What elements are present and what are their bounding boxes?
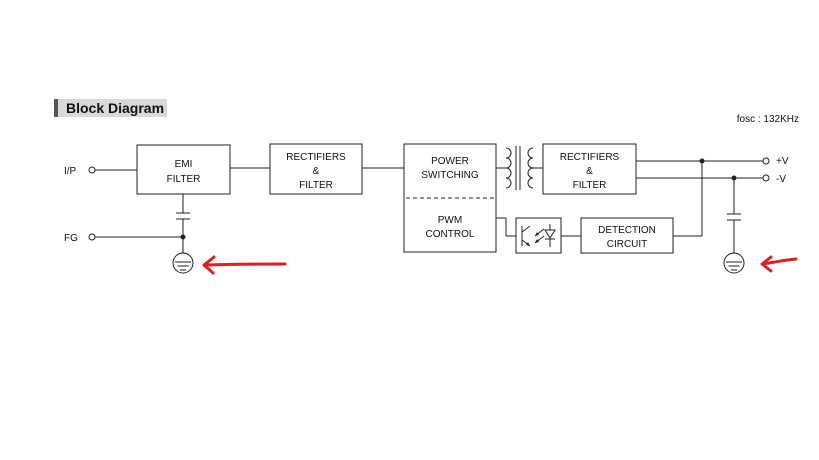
diagram-title: Block Diagram bbox=[66, 100, 164, 116]
power-switching-line1: POWER bbox=[431, 156, 469, 167]
terminal-fg bbox=[88, 233, 96, 241]
terminal-neg-v bbox=[762, 174, 770, 182]
terminal-ip bbox=[88, 166, 96, 174]
emi-filter-line2: FILTER bbox=[167, 174, 201, 185]
annotation-arrow bbox=[760, 255, 798, 273]
output-rectifiers-block: RECTIFIERS & FILTER bbox=[542, 143, 637, 195]
ground-icon bbox=[723, 252, 745, 274]
ground-icon bbox=[172, 252, 194, 274]
detection-circuit-block: DETECTION CIRCUIT bbox=[580, 217, 674, 254]
emi-filter-line1: EMI bbox=[175, 159, 193, 170]
terminal-label-neg-v: -V bbox=[776, 174, 786, 185]
junction-dot bbox=[731, 175, 737, 181]
annotation-arrow bbox=[202, 255, 287, 275]
junction-dot bbox=[180, 234, 186, 240]
transformer-icon bbox=[505, 146, 534, 190]
capacitor-icon bbox=[176, 212, 190, 220]
optocoupler-icon bbox=[515, 217, 562, 254]
title-background bbox=[54, 99, 167, 117]
wiring bbox=[95, 160, 763, 253]
input-rectifiers-line2: & bbox=[313, 166, 320, 177]
pwm-control-line2: CONTROL bbox=[426, 229, 475, 240]
capacitor-icon bbox=[727, 213, 741, 221]
junction-dot bbox=[699, 158, 705, 164]
oscillator-frequency: fosc : 132KHz bbox=[737, 114, 799, 125]
output-rectifiers-line1: RECTIFIERS bbox=[560, 152, 620, 163]
terminal-label-ip: I/P bbox=[64, 166, 77, 177]
detection-circuit-line1: DETECTION bbox=[598, 225, 656, 236]
power-switching-block: POWER SWITCHING PWM CONTROL bbox=[403, 143, 497, 253]
output-rectifiers-line2: & bbox=[586, 166, 593, 177]
output-rectifiers-line3: FILTER bbox=[573, 180, 607, 191]
terminal-pos-v bbox=[762, 157, 770, 165]
detection-circuit-line2: CIRCUIT bbox=[607, 239, 648, 250]
title-bar-marker bbox=[54, 99, 58, 117]
terminal-label-pos-v: +V bbox=[776, 156, 789, 167]
terminal-label-fg: FG bbox=[64, 233, 78, 244]
input-rectifiers-line1: RECTIFIERS bbox=[286, 152, 346, 163]
pwm-control-line1: PWM bbox=[438, 215, 462, 226]
power-switching-line2: SWITCHING bbox=[421, 170, 478, 181]
emi-filter-block: EMI FILTER bbox=[136, 144, 231, 195]
input-rectifiers-line3: FILTER bbox=[299, 180, 333, 191]
input-rectifiers-block: RECTIFIERS & FILTER bbox=[269, 143, 363, 195]
